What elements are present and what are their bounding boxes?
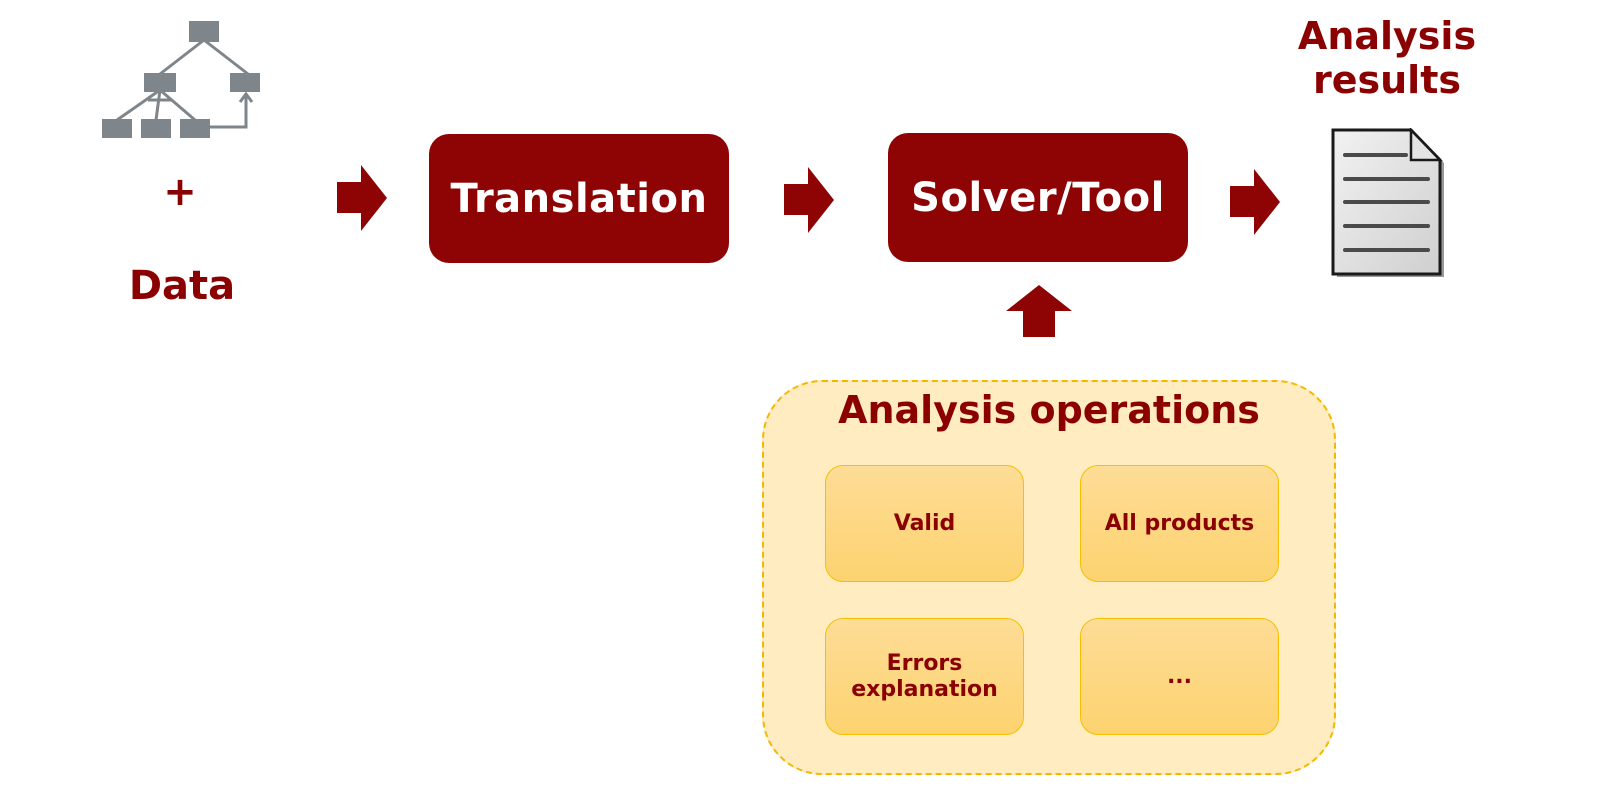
- solver-tool-label: Solver/Tool: [911, 174, 1165, 221]
- analysis-results-title: Analysis results: [1280, 14, 1494, 102]
- operation-label: All products: [1104, 510, 1255, 536]
- operation-label: ...: [1166, 663, 1193, 689]
- translation-label: Translation: [450, 175, 708, 222]
- translation-box: Translation: [429, 134, 729, 263]
- solver-tool-box: Solver/Tool: [888, 133, 1188, 262]
- operation-errors-explanation: Errors explanation: [825, 618, 1024, 735]
- results-title-line2: results: [1313, 58, 1461, 102]
- feature-tree-icon: [102, 21, 260, 138]
- arrow-up-icon: [1006, 285, 1072, 337]
- operation-label-line1: Errors: [886, 650, 963, 676]
- operation-all-products: All products: [1080, 465, 1279, 582]
- arrow-right-icon: [1230, 169, 1280, 235]
- operation-label-line2: explanation: [851, 676, 998, 702]
- analysis-operations-title: Analysis operations: [838, 388, 1260, 432]
- operation-more: ...: [1080, 618, 1279, 735]
- arrow-right-icon: [784, 167, 834, 233]
- results-title-line1: Analysis: [1297, 14, 1477, 58]
- data-label: Data: [128, 263, 236, 309]
- document-icon: [1331, 128, 1444, 277]
- operation-label: Valid: [893, 510, 956, 536]
- arrow-right-icon: [337, 165, 387, 231]
- operation-valid: Valid: [825, 465, 1024, 582]
- plus-sign: +: [163, 169, 197, 215]
